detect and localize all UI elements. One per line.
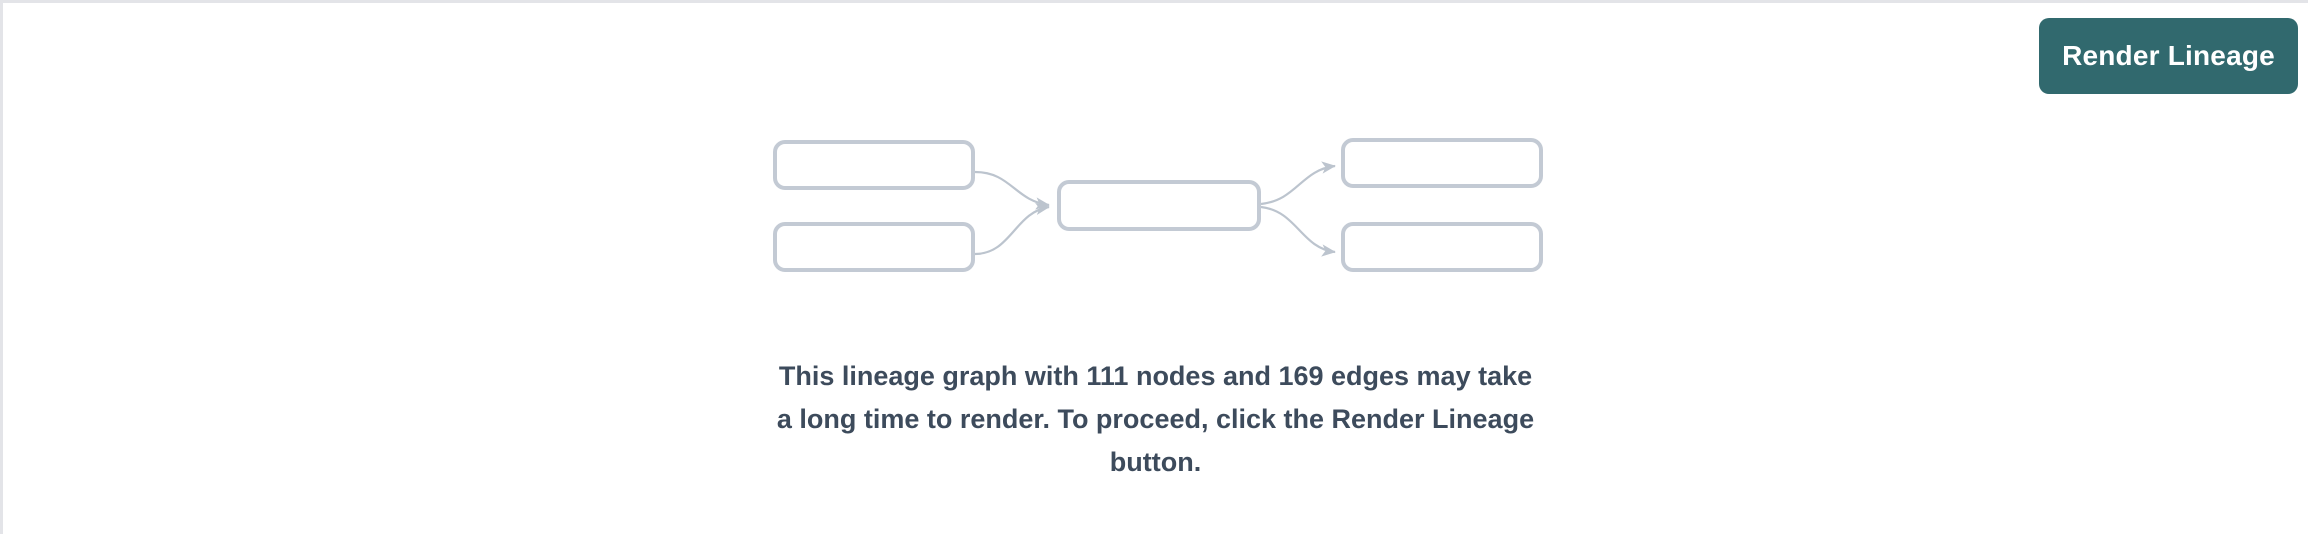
lineage-empty-state-message: This lineage graph with 111 nodes and 16… <box>776 361 1535 477</box>
lineage-empty-state: This lineage graph with 111 nodes and 16… <box>3 3 2308 534</box>
render-lineage-button[interactable]: Render Lineage <box>2039 18 2298 94</box>
lineage-node-upstream-1 <box>773 140 975 190</box>
lineage-node-downstream-1 <box>1341 138 1543 188</box>
lineage-node-focus <box>1057 180 1261 231</box>
lineage-node-downstream-2 <box>1341 222 1543 272</box>
lineage-node-upstream-2 <box>773 222 975 272</box>
lineage-graph-placeholder-icon <box>753 128 1563 283</box>
lineage-nodes <box>773 138 1543 272</box>
lineage-edges <box>974 161 1336 257</box>
lineage-placeholder-svg <box>773 138 1543 272</box>
edge-focus-downstream1 <box>1260 161 1336 206</box>
edge-upstream1-focus <box>974 170 1050 210</box>
edge-upstream2-focus <box>974 202 1050 256</box>
edge-focus-downstream2 <box>1260 205 1336 257</box>
